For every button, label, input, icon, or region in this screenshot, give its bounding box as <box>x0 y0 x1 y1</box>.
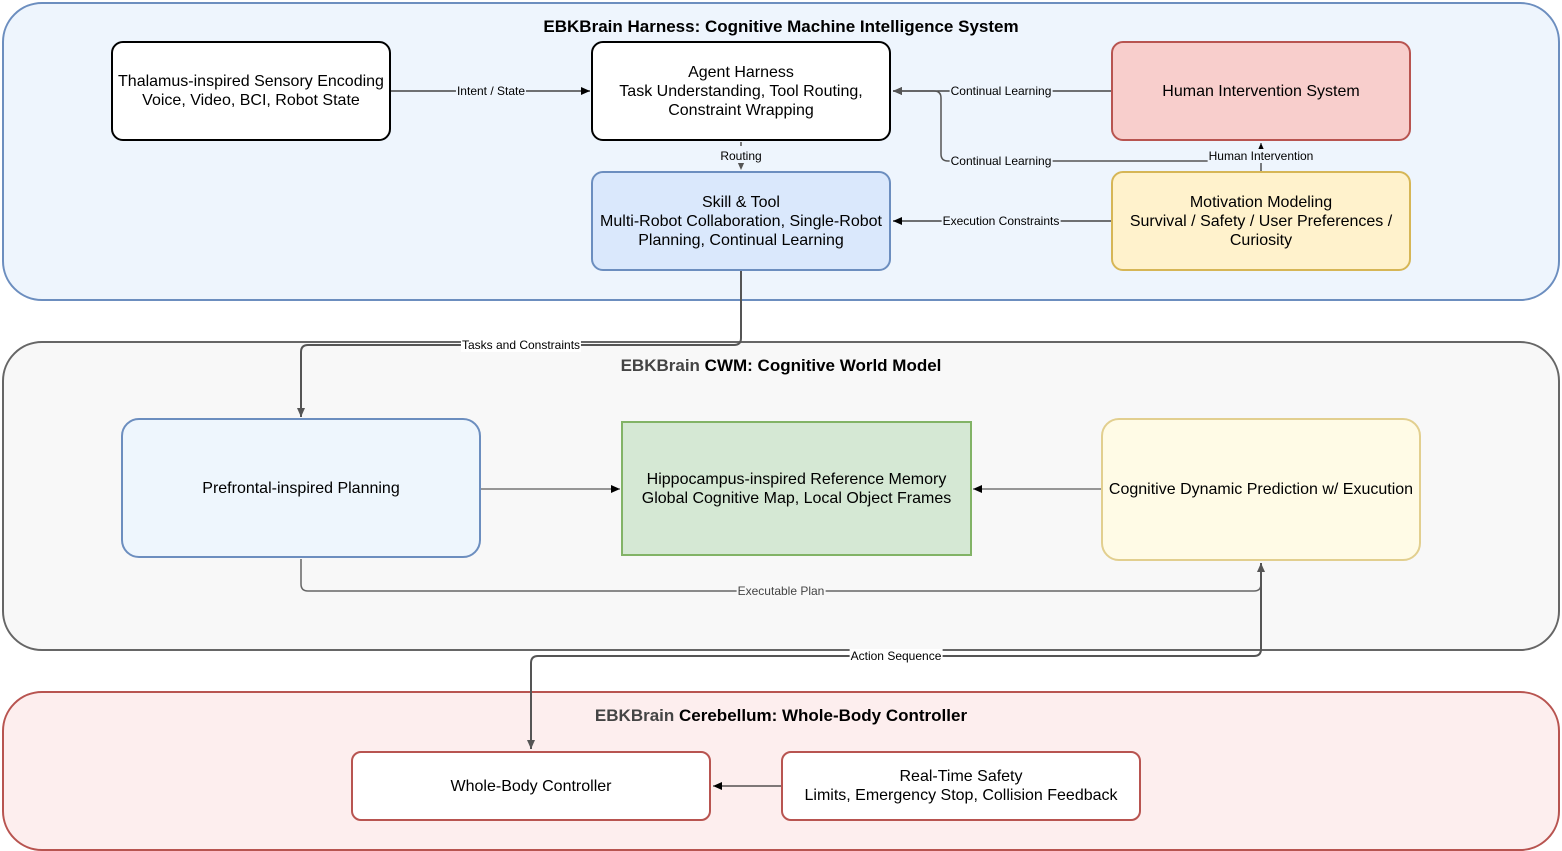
cerebellum-title-rest: Cerebellum: Whole-Body Controller <box>674 706 968 725</box>
hippocampus-node[interactable]: Hippocampus-inspired Reference Memory Gl… <box>621 421 972 556</box>
label-continual-learning-2: Continual Learning <box>949 154 1053 168</box>
motivation-node[interactable]: Motivation Modeling Survival / Safety / … <box>1111 171 1411 271</box>
skill-tool-node[interactable]: Skill & Tool Multi-Robot Collaboration, … <box>591 171 891 271</box>
label-continual-learning-1: Continual Learning <box>949 84 1053 98</box>
label-execution-constraints: Execution Constraints <box>941 214 1061 228</box>
harness-title-text: EBKBrain Harness: Cognitive Machine Inte… <box>543 17 1019 36</box>
thalamus-text: Thalamus-inspired Sensory Encoding Voice… <box>118 73 384 109</box>
edge-continual-learning-2 <box>893 87 1261 162</box>
cwm-title-rest: CWM: Cognitive World Model <box>699 356 942 375</box>
agent-harness-node[interactable]: Agent Harness Task Understanding, Tool R… <box>591 41 891 141</box>
label-intent-state: Intent / State <box>455 84 527 98</box>
realtime-safety-text: Real-Time Safety Limits, Emergency Stop,… <box>804 768 1118 804</box>
whole-body-controller-text: Whole-Body Controller <box>450 777 612 795</box>
prefrontal-node[interactable]: Prefrontal-inspired Planning <box>121 418 481 558</box>
cwm-layer-title: EBKBrain CWM: Cognitive World Model <box>4 356 1558 376</box>
cerebellum-title-brand: EBKBrain <box>594 706 675 725</box>
hippocampus-text: Hippocampus-inspired Reference Memory Gl… <box>641 470 952 507</box>
agent-harness-text: Agent Harness Task Understanding, Tool R… <box>619 63 863 119</box>
human-intervention-system-text: Human Intervention System <box>1162 82 1360 100</box>
harness-layer-title: EBKBrain Harness: Cognitive Machine Inte… <box>4 17 1558 37</box>
dynamic-prediction-node[interactable]: Cognitive Dynamic Prediction w/ Exucutio… <box>1101 418 1421 561</box>
skill-tool-text: Skill & Tool Multi-Robot Collaboration, … <box>600 193 882 249</box>
dynamic-prediction-text: Cognitive Dynamic Prediction w/ Exucutio… <box>1108 481 1414 498</box>
label-tasks-constraints: Tasks and Constraints <box>460 338 582 352</box>
label-executable-plan: Executable Plan <box>736 584 826 598</box>
label-routing: Routing <box>719 149 763 163</box>
thalamus-node[interactable]: Thalamus-inspired Sensory Encoding Voice… <box>111 41 391 141</box>
label-action-sequence: Action Sequence <box>849 649 943 663</box>
motivation-text: Motivation Modeling Survival / Safety / … <box>1129 193 1393 249</box>
label-human-intervention: Human Intervention <box>1207 149 1315 163</box>
cerebellum-layer-title: EBKBrain Cerebellum: Whole-Body Controll… <box>4 706 1558 726</box>
prefrontal-text: Prefrontal-inspired Planning <box>202 479 400 497</box>
whole-body-controller-node[interactable]: Whole-Body Controller <box>351 751 711 821</box>
cwm-title-brand: EBKBrain <box>620 356 700 375</box>
human-intervention-system-node[interactable]: Human Intervention System <box>1111 41 1411 141</box>
realtime-safety-node[interactable]: Real-Time Safety Limits, Emergency Stop,… <box>781 751 1141 821</box>
